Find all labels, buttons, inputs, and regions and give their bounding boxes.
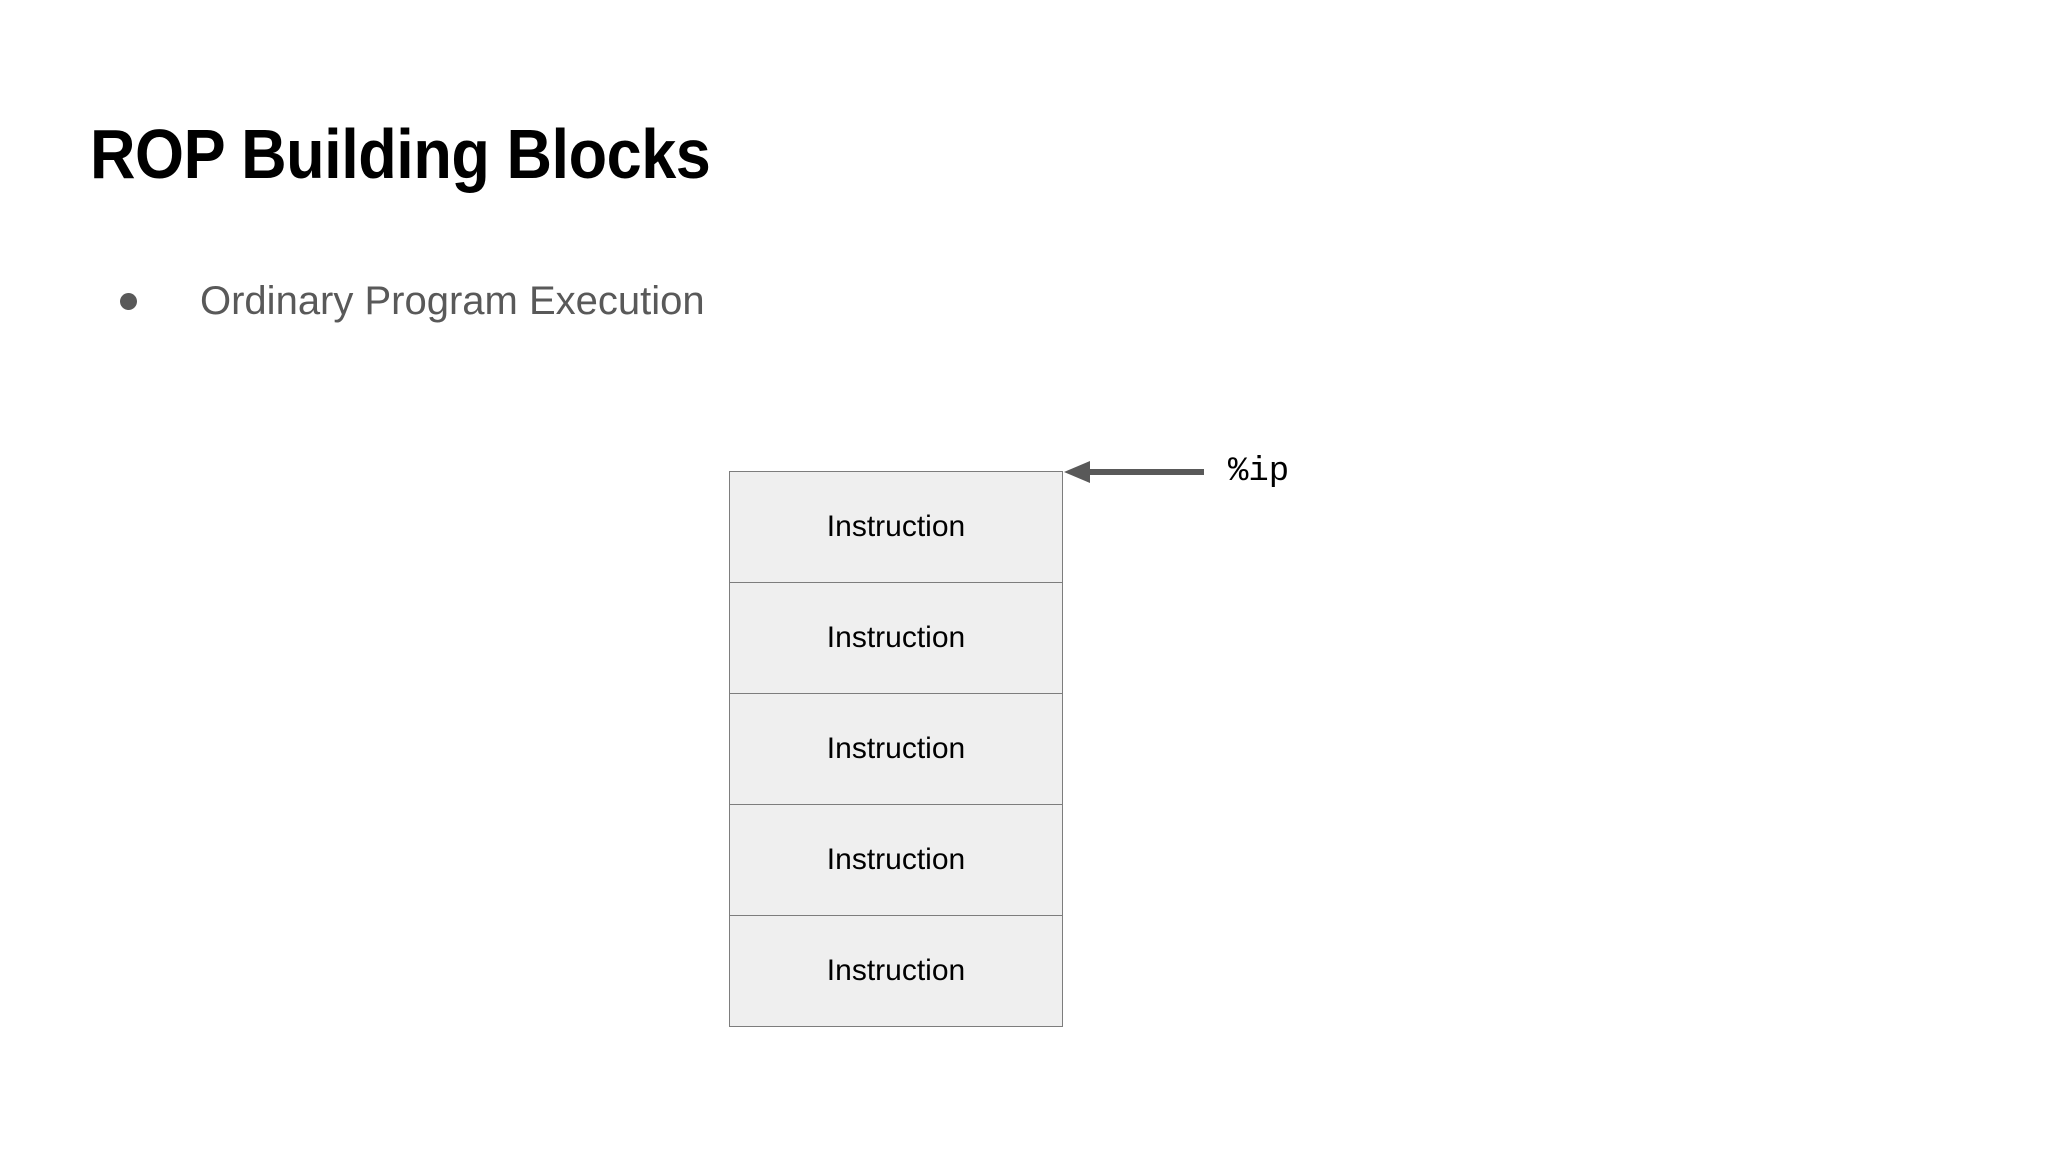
- instruction-cell-label: Instruction: [826, 621, 966, 654]
- instruction-stack: Instruction Instruction Instruction Inst…: [729, 471, 1063, 1027]
- bullet-list: Ordinary Program Execution: [120, 276, 1620, 336]
- instruction-cell-label: Instruction: [826, 843, 966, 876]
- instruction-cell-label: Instruction: [826, 954, 966, 987]
- instruction-cell: Instruction: [729, 804, 1063, 916]
- instruction-cell-label: Instruction: [826, 732, 966, 765]
- instruction-pointer-label: %ip: [1228, 453, 1290, 491]
- instruction-cell: Instruction: [729, 471, 1063, 583]
- list-item: Ordinary Program Execution: [120, 276, 1620, 326]
- instruction-pointer-arrow-icon: [1060, 452, 1210, 492]
- bullet-item-label: Ordinary Program Execution: [200, 279, 705, 323]
- instruction-cell: Instruction: [729, 915, 1063, 1027]
- instruction-cell-label: Instruction: [826, 510, 966, 543]
- page-title: ROP Building Blocks: [90, 115, 711, 193]
- instruction-cell: Instruction: [729, 693, 1063, 805]
- instruction-cell: Instruction: [729, 582, 1063, 694]
- bullet-dot-icon: [120, 293, 137, 310]
